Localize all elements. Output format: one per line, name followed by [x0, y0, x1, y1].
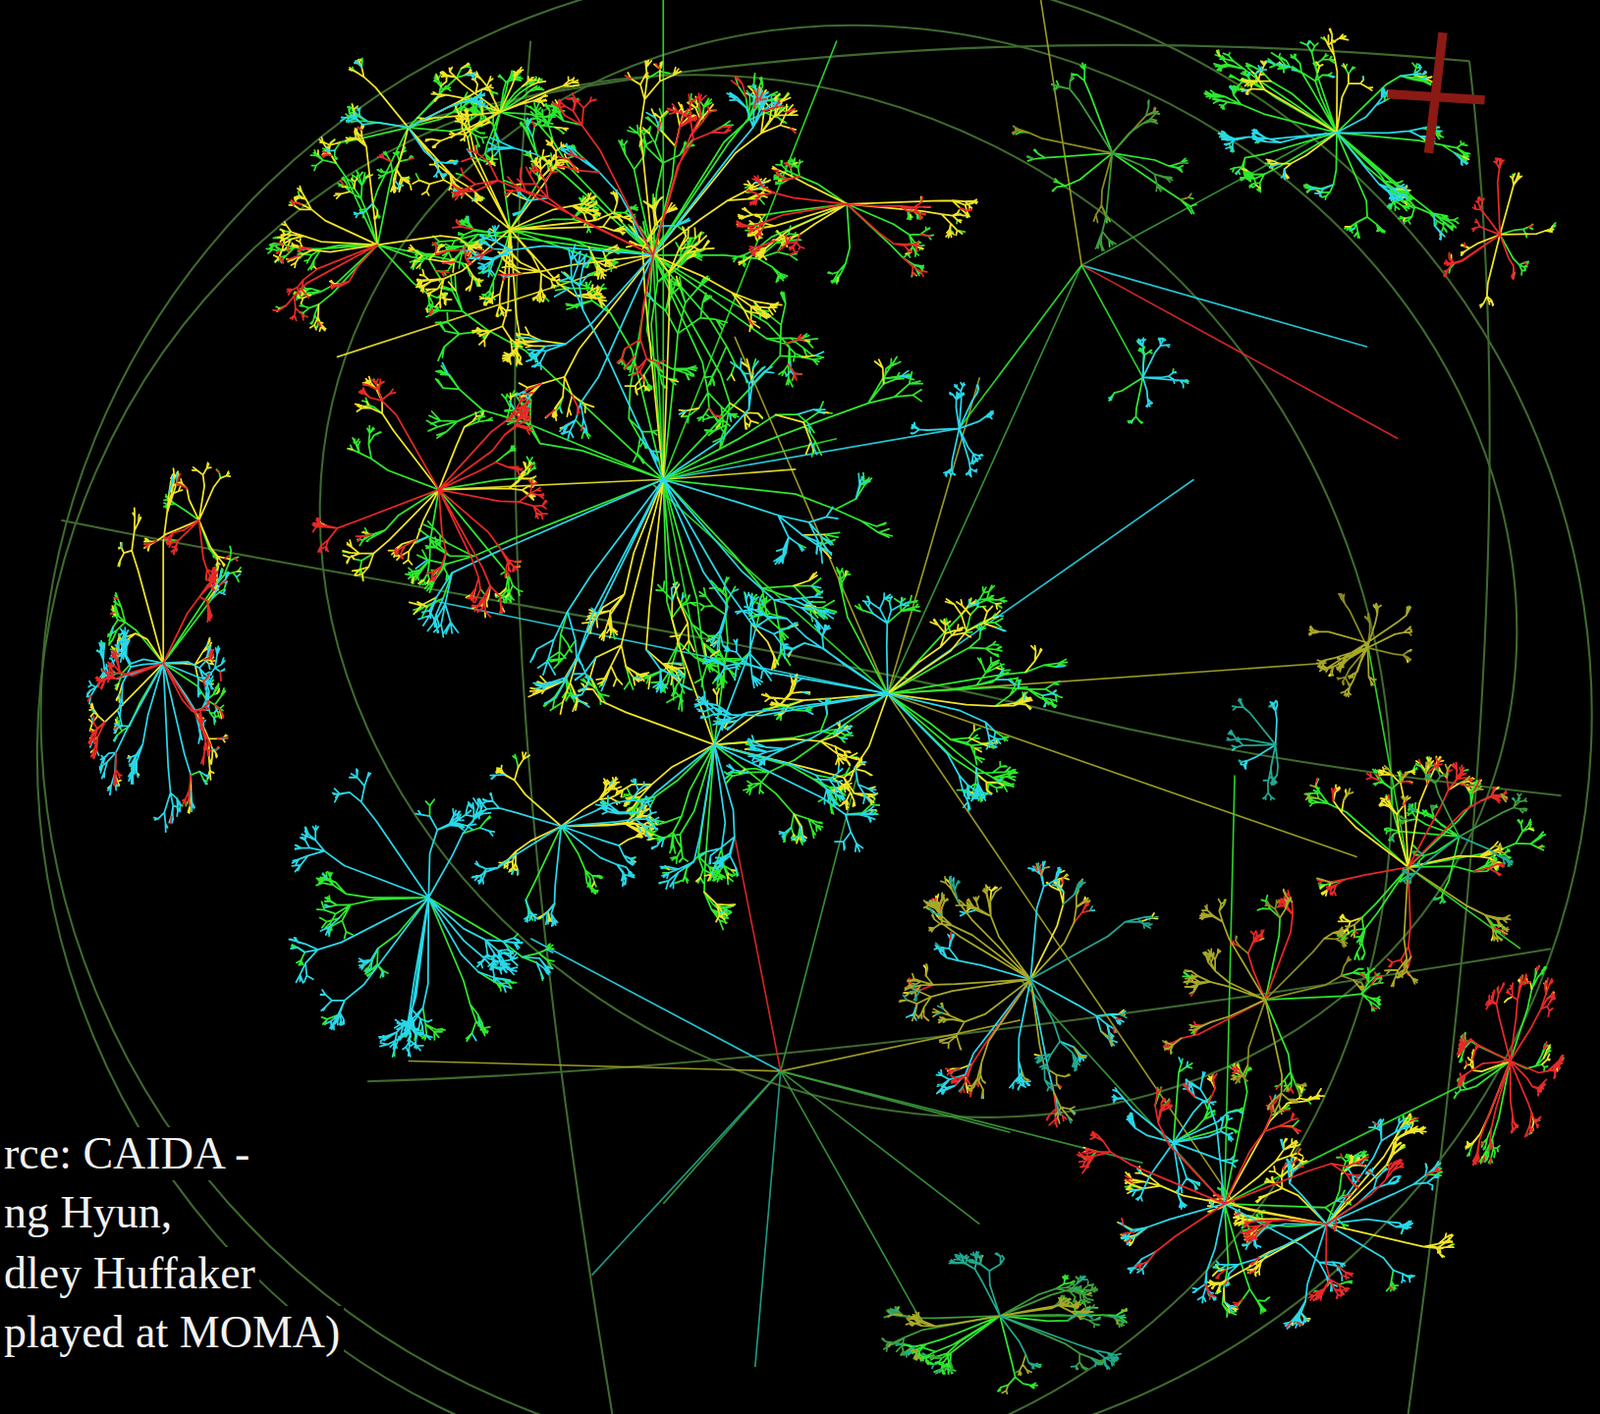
network-link: [887, 693, 1358, 857]
network-link: [780, 1071, 919, 1317]
network-branch: [887, 604, 1543, 1395]
marker-cross: [1387, 32, 1486, 154]
network-link: [662, 1071, 780, 1205]
source-credit: ng Hyun,: [3, 1186, 176, 1240]
network-branch: [87, 28, 1561, 1325]
long-links: [336, 0, 1521, 1368]
network-link: [734, 836, 781, 1072]
network-link: [887, 265, 1082, 694]
network-link: [887, 377, 981, 694]
source-credit: played at MOMA): [3, 1306, 344, 1360]
source-credit: rce: CAIDA -: [3, 1127, 254, 1181]
network-link: [1081, 265, 1398, 440]
network-link: [1081, 265, 1143, 378]
network-branch: [882, 76, 1527, 1375]
network-link: [408, 1060, 781, 1071]
network-branch: [101, 37, 1564, 1392]
network-link: [1081, 265, 1368, 347]
marker-cross: [1428, 32, 1443, 154]
network-link: [1041, 0, 1083, 266]
network-link: [959, 265, 1083, 429]
network-link: [1081, 132, 1326, 266]
network-link: [780, 1071, 981, 1225]
network-link: [592, 1071, 781, 1276]
sphere-gridline: [41, 0, 1593, 1414]
network-branch: [88, 63, 1564, 1328]
network-link: [530, 938, 781, 1072]
network-link: [1367, 643, 1409, 869]
network-link: [662, 439, 837, 481]
network-branches: [87, 28, 1564, 1394]
sphere-gridline: [336, 45, 1470, 143]
network-link: [755, 1071, 781, 1368]
network-link: [653, 484, 888, 694]
network-branch: [889, 699, 1521, 1375]
source-credit: dley Huffaker: [3, 1247, 260, 1301]
network-link: [1408, 867, 1521, 949]
